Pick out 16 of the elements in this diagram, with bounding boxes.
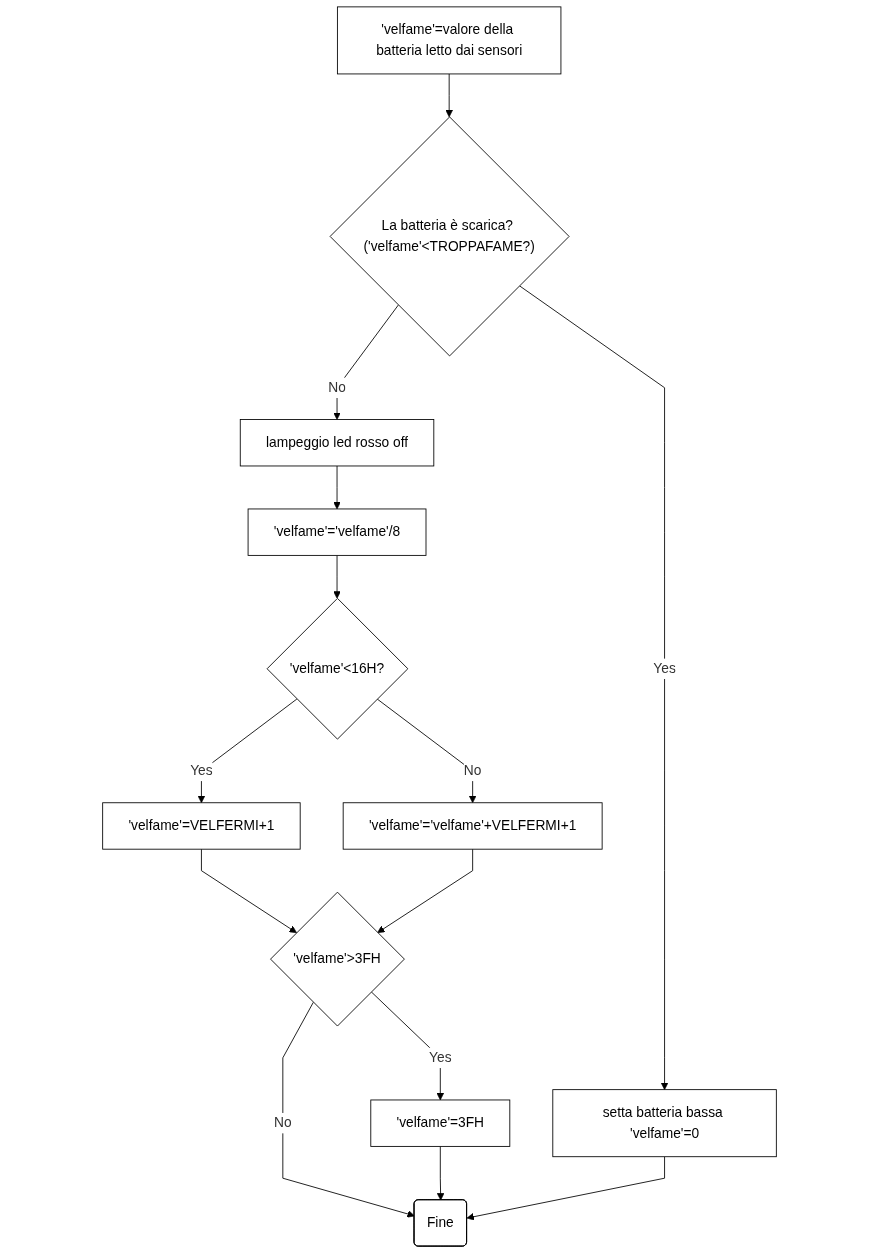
- edge-label: No: [274, 1115, 292, 1131]
- node-box: 'velfame'='velfame'+VELFERMI+1: [342, 802, 603, 850]
- node-box: 'velfame'=3FH: [370, 1099, 511, 1147]
- edge-label: Yes: [653, 661, 676, 676]
- node-box: 'velfame'='velfame'/8: [247, 508, 427, 556]
- node-diamond: 'velfame'<16H?: [266, 597, 409, 740]
- edge-label: No: [463, 763, 482, 778]
- edge-label: No: [328, 380, 346, 395]
- node-box: 'velfame'=valore della batteria letto dai sensori: [336, 6, 562, 75]
- node-box: lampeggio led rosso off: [239, 419, 435, 467]
- edge-label: Yes: [190, 763, 213, 778]
- node-diamond: La batteria è scarica? ('velfame'<TROPPAFAME?): [329, 116, 570, 357]
- node-diamond: 'velfame'>3FH: [270, 891, 405, 1027]
- node-box: setta batteria bassa 'velfame'=0: [552, 1089, 777, 1158]
- edge-label: Yes: [429, 1050, 452, 1065]
- node-box: 'velfame'=VELFERMI+1: [102, 802, 301, 850]
